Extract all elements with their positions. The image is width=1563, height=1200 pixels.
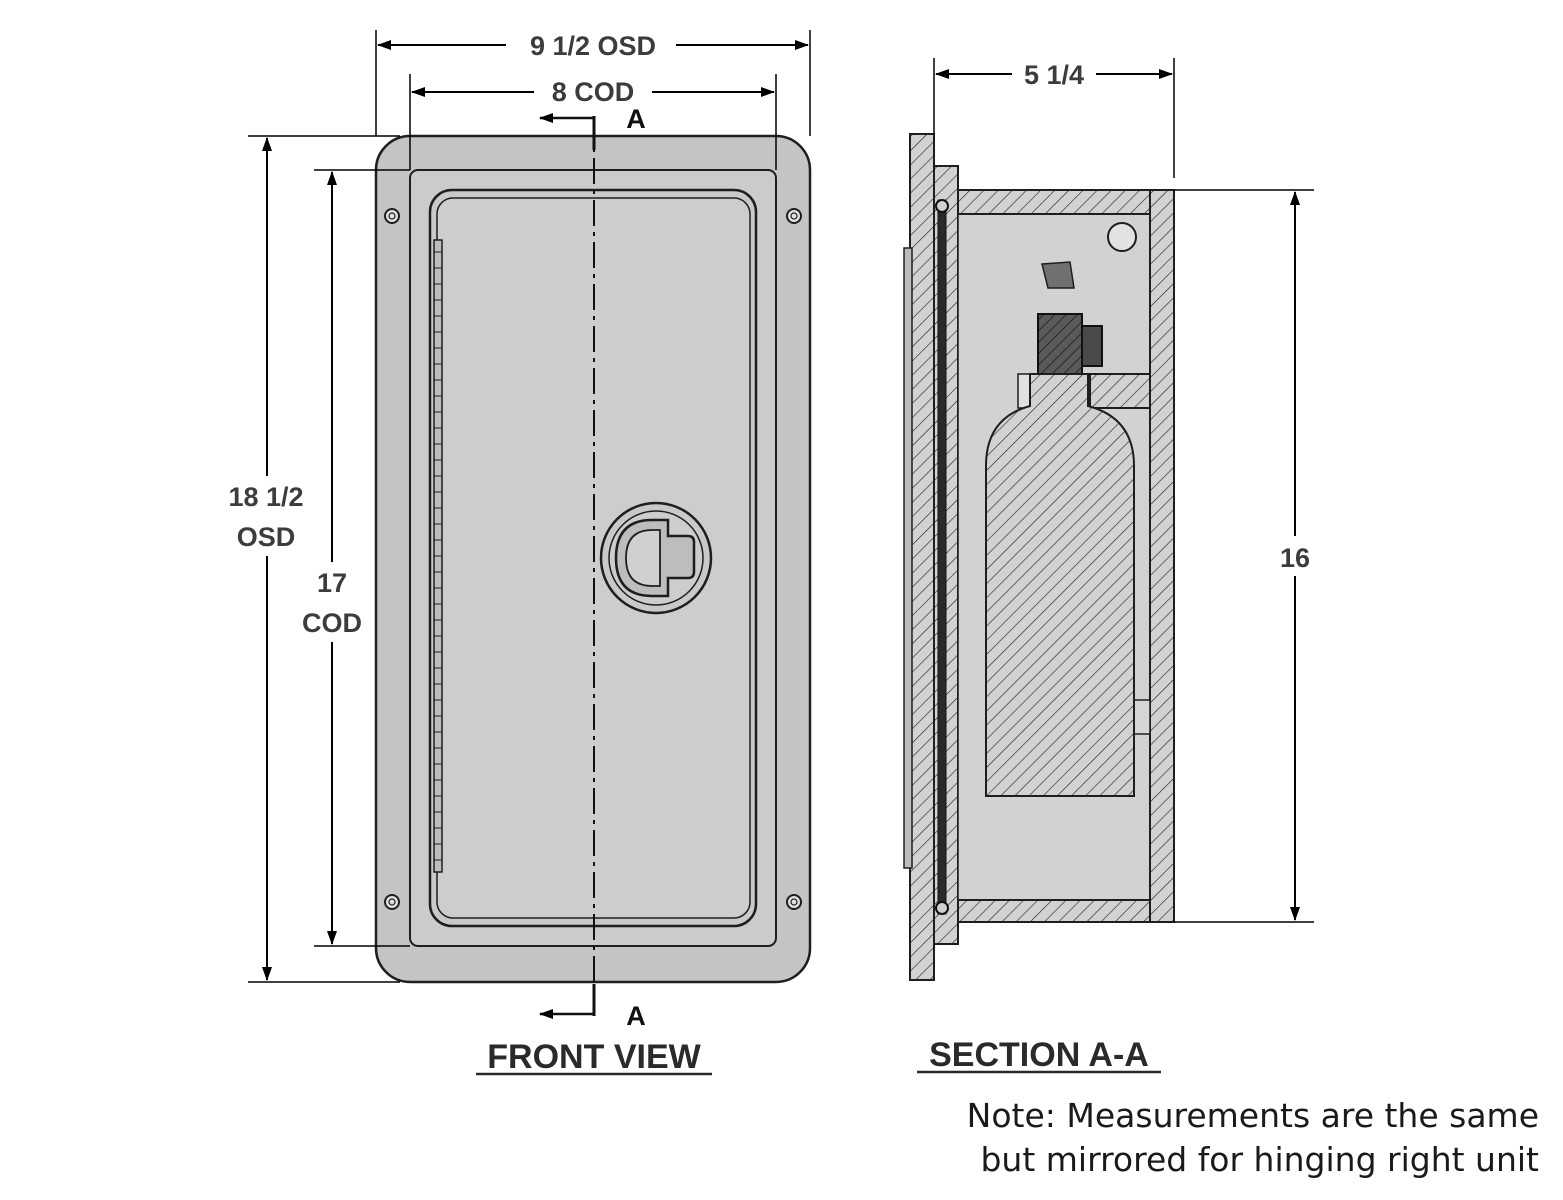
front-view: A A 9 1/2 OSD 8 COD 18 1/2 OSD: [228, 30, 812, 1076]
dim-width-cutout: [409, 74, 777, 170]
section-bottom-wall: [957, 899, 1151, 923]
section-gasket: [937, 199, 947, 915]
note-line-2: but mirrored for hinging right unit: [980, 1140, 1539, 1179]
latch-handle: [599, 501, 713, 615]
fire-extinguisher: [985, 373, 1135, 797]
dim-depth: [933, 58, 1175, 178]
section-view-title: SECTION A-A: [929, 1036, 1149, 1074]
section-clip-bottom: [935, 901, 949, 915]
dim-width-outside: [375, 30, 811, 136]
screw-bottom-right: [786, 894, 802, 910]
dim-height-outside: [248, 135, 400, 983]
mirroring-note: Note: Measurements are the same but mirr…: [967, 1094, 1539, 1182]
extinguisher-valve: [1017, 313, 1103, 409]
section-back-wall: [1149, 189, 1175, 923]
section-tab: [1041, 261, 1075, 289]
section-line: [539, 113, 596, 1019]
front-view-title: FRONT VIEW: [487, 1038, 701, 1076]
dim-width-outside-label: 9 1/2 OSD: [530, 31, 656, 61]
section-marker-top: A: [626, 104, 646, 134]
section-mount-hole: [1107, 222, 1137, 252]
dim-height-cutout-label-2: COD: [302, 608, 362, 638]
section-clip-top: [935, 199, 949, 213]
dim-height-outside-label-1: 18 1/2: [228, 482, 303, 512]
section-bracket: [1089, 373, 1151, 409]
dim-depth-label: 5 1/4: [1024, 60, 1084, 90]
dim-height-cutout: [314, 169, 410, 947]
dim-inner-height: [1174, 189, 1314, 923]
note-line-1: Note: Measurements are the same: [966, 1096, 1539, 1135]
screw-bottom-left: [384, 894, 400, 910]
section-flange: [909, 133, 935, 981]
screw-top-left: [384, 208, 400, 224]
hinge: [433, 239, 443, 873]
section-lower-clip: [1133, 699, 1151, 735]
dim-height-cutout-label-1: 17: [317, 568, 347, 598]
section-view: 5 1/4 16 SECTION A-A: [903, 58, 1314, 1074]
dim-height-outside-label-2: OSD: [237, 522, 296, 552]
screw-top-right: [786, 208, 802, 224]
dim-width-cutout-label: 8 COD: [552, 77, 635, 107]
section-door-strip: [903, 247, 913, 869]
section-marker-bottom: A: [626, 1001, 646, 1031]
section-top-wall: [957, 189, 1151, 215]
dim-inner-height-label: 16: [1280, 543, 1310, 573]
